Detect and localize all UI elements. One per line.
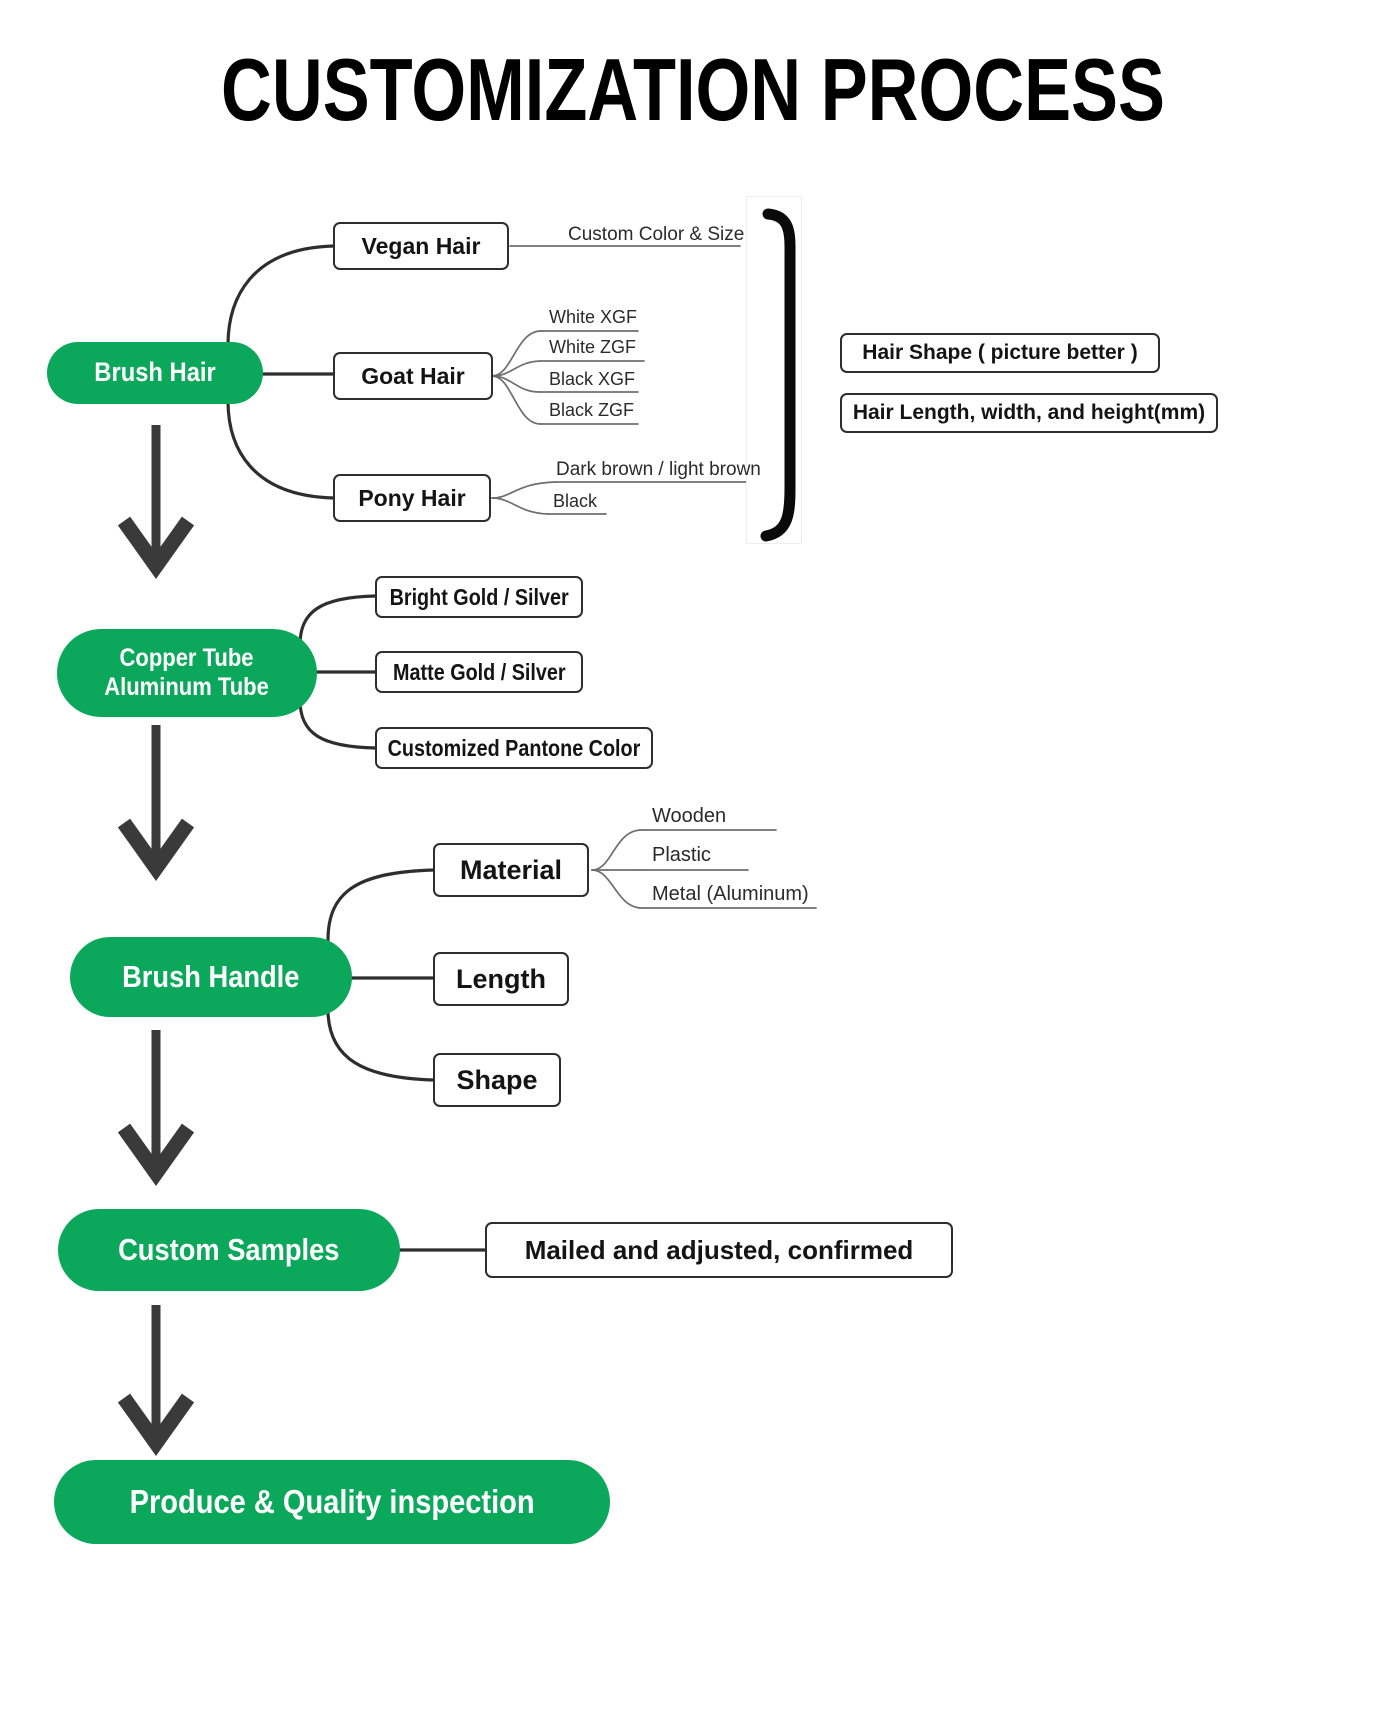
note-hair-shape-label: Hair Shape ( picture better ): [862, 341, 1138, 364]
label-black-zgf: Black ZGF: [549, 400, 635, 420]
note-mailed-confirmed[interactable]: Mailed and adjusted, confirmed: [485, 1222, 953, 1278]
node-copper-aluminum-tube-label: Copper Tube Aluminum Tube: [104, 644, 270, 701]
edge-handle-shape: [326, 1011, 436, 1082]
edge-tube-brightgold: [298, 594, 378, 647]
arrow-head-2: [117, 818, 195, 881]
arrow-head-4: [117, 1393, 195, 1456]
node-custom-samples[interactable]: Custom Samples: [58, 1209, 400, 1291]
note-hair-length[interactable]: Hair Length, width, and height(mm): [840, 393, 1218, 433]
node-vegan-hair-label: Vegan Hair: [361, 232, 481, 259]
node-material-label: Material: [459, 854, 563, 885]
leader-pony-darkbrown: [491, 481, 557, 499]
label-black-xgf: Black XGF: [549, 369, 636, 389]
node-brush-handle[interactable]: Brush Handle: [70, 937, 352, 1017]
leader-material-metal: [591, 869, 641, 909]
label-black: Black: [553, 491, 598, 511]
note-mailed-confirmed-label: Mailed and adjusted, confirmed: [524, 1234, 914, 1265]
node-customized-pantone-color[interactable]: Customized Pantone Color: [375, 727, 653, 769]
brace-stroke: [760, 208, 796, 542]
node-customized-pantone-label: Customized Pantone Color: [387, 734, 641, 761]
leader-goat-blackzgf: [491, 375, 541, 425]
label-dark-light-brown: Dark brown / light brown: [556, 459, 761, 480]
node-pony-hair-label: Pony Hair: [358, 484, 466, 511]
node-brush-hair-label: Brush Hair: [94, 357, 216, 388]
label-plastic: Plastic: [652, 844, 711, 866]
node-shape-label: Shape: [456, 1064, 538, 1095]
node-bright-gold-silver-label: Bright Gold / Silver: [389, 583, 569, 610]
note-hair-shape[interactable]: Hair Shape ( picture better ): [840, 333, 1160, 373]
node-goat-hair[interactable]: Goat Hair: [333, 352, 493, 400]
node-length[interactable]: Length: [433, 952, 569, 1006]
grouping-brace: [746, 196, 802, 544]
node-bright-gold-silver[interactable]: Bright Gold / Silver: [375, 576, 583, 618]
node-vegan-hair[interactable]: Vegan Hair: [333, 222, 509, 270]
node-matte-gold-silver-label: Matte Gold / Silver: [392, 658, 566, 685]
leader-goat-whitexgf: [491, 330, 541, 377]
leader-pony-black: [491, 497, 549, 515]
node-custom-samples-label: Custom Samples: [118, 1232, 340, 1268]
edge-brushhair-ponyhair: [226, 399, 336, 500]
node-shape[interactable]: Shape: [433, 1053, 561, 1107]
arrow-head-1: [117, 516, 195, 579]
leader-material-wooden: [591, 829, 641, 871]
node-produce-quality-inspection[interactable]: Produce & Quality inspection: [54, 1460, 610, 1544]
node-length-label: Length: [456, 963, 546, 994]
arrow-head-3: [117, 1123, 195, 1186]
label-white-zgf: White ZGF: [549, 337, 637, 357]
leader-goat-blackxgf: [491, 375, 541, 393]
node-copper-aluminum-tube[interactable]: Copper Tube Aluminum Tube: [57, 629, 317, 717]
page-title: CUSTOMIZATION PROCESS: [221, 40, 1165, 139]
edge-handle-material: [326, 868, 436, 942]
node-brush-hair[interactable]: Brush Hair: [47, 342, 263, 404]
edge-brushhair-veganhair: [226, 244, 336, 347]
label-metal-aluminum: Metal (Aluminum): [652, 883, 809, 905]
node-brush-handle-label: Brush Handle: [122, 959, 300, 995]
note-hair-length-label: Hair Length, width, and height(mm): [852, 401, 1206, 424]
label-wooden: Wooden: [652, 805, 727, 827]
node-pony-hair[interactable]: Pony Hair: [333, 474, 491, 522]
node-matte-gold-silver[interactable]: Matte Gold / Silver: [375, 651, 583, 693]
edge-tube-pantone: [298, 698, 378, 750]
node-goat-hair-label: Goat Hair: [361, 362, 465, 389]
node-material[interactable]: Material: [433, 843, 589, 897]
node-produce-quality-label: Produce & Quality inspection: [129, 1482, 535, 1520]
label-white-xgf: White XGF: [549, 307, 638, 327]
label-custom-color-size: Custom Color & Size: [568, 224, 745, 245]
leader-goat-whitezgf: [491, 360, 541, 377]
